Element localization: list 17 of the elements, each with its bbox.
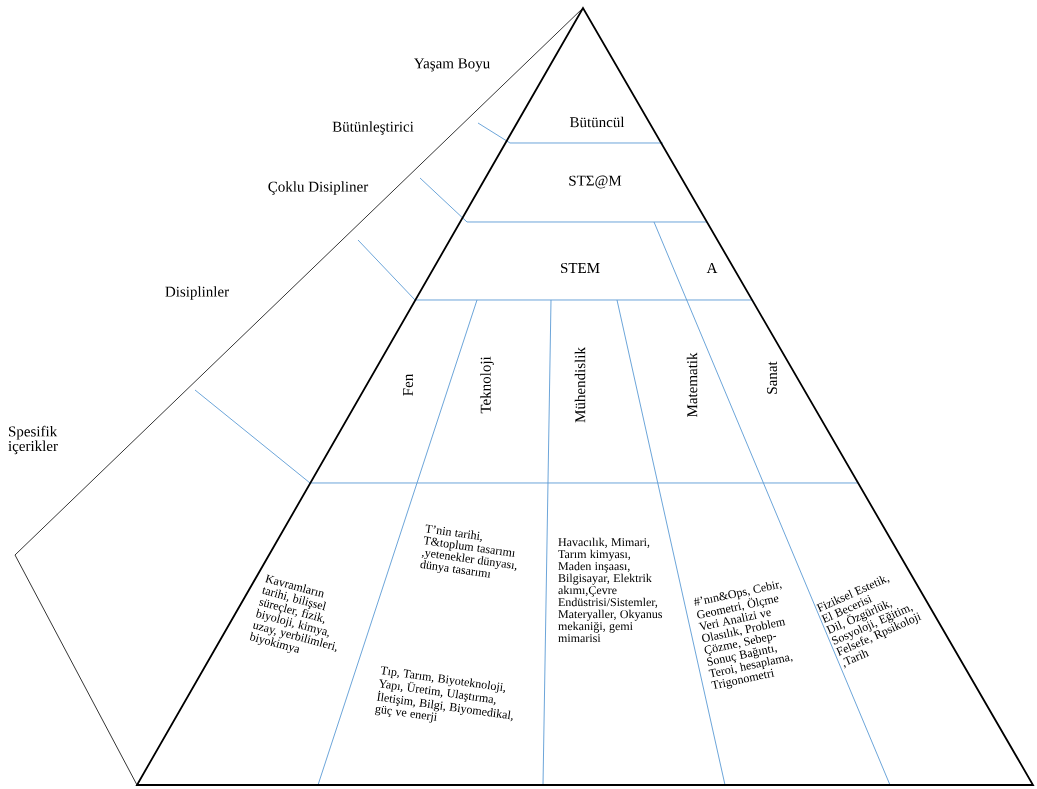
side-label: Yaşam Boyu (413, 58, 490, 72)
side-label: Çoklu Disipliner (268, 181, 369, 195)
column-label: Fen (403, 373, 413, 396)
level-label: STEM (561, 262, 600, 273)
level-label: STΣ@M (569, 175, 622, 189)
level-label: Bütüncül (569, 116, 625, 128)
content-text: Tıp, Tarım, Biyoteknoloji, Yapı, Üretim, Ulaştırma, İletişim, Bilgi, Biyomedikal, güç ve enerji (374, 666, 513, 723)
level-label: A (706, 263, 718, 273)
content-text: T’nin tarihi, T&toplum tasarımı ,yetenekler dünyası, dünya tasarımı (420, 524, 517, 578)
content-text: Havacılık, Mimari, Tarım kimyası, Maden inşaası, Bilgisayar, Elektrik akımı,Çevre Endüstrisi/Sistemler, Materyaller, Okyanus mekaniği, gemi mimarisi (558, 537, 663, 643)
column-label: Matematik (686, 352, 698, 418)
side-label: Spesifik içerikler (8, 425, 58, 455)
column-label: Sanat (766, 361, 778, 394)
side-label: Disiplinler (165, 286, 229, 300)
side-label: Bütünleştirici (332, 121, 414, 135)
column-label: Mühendislik (574, 347, 586, 423)
column-label: Teknoloji (480, 356, 494, 414)
